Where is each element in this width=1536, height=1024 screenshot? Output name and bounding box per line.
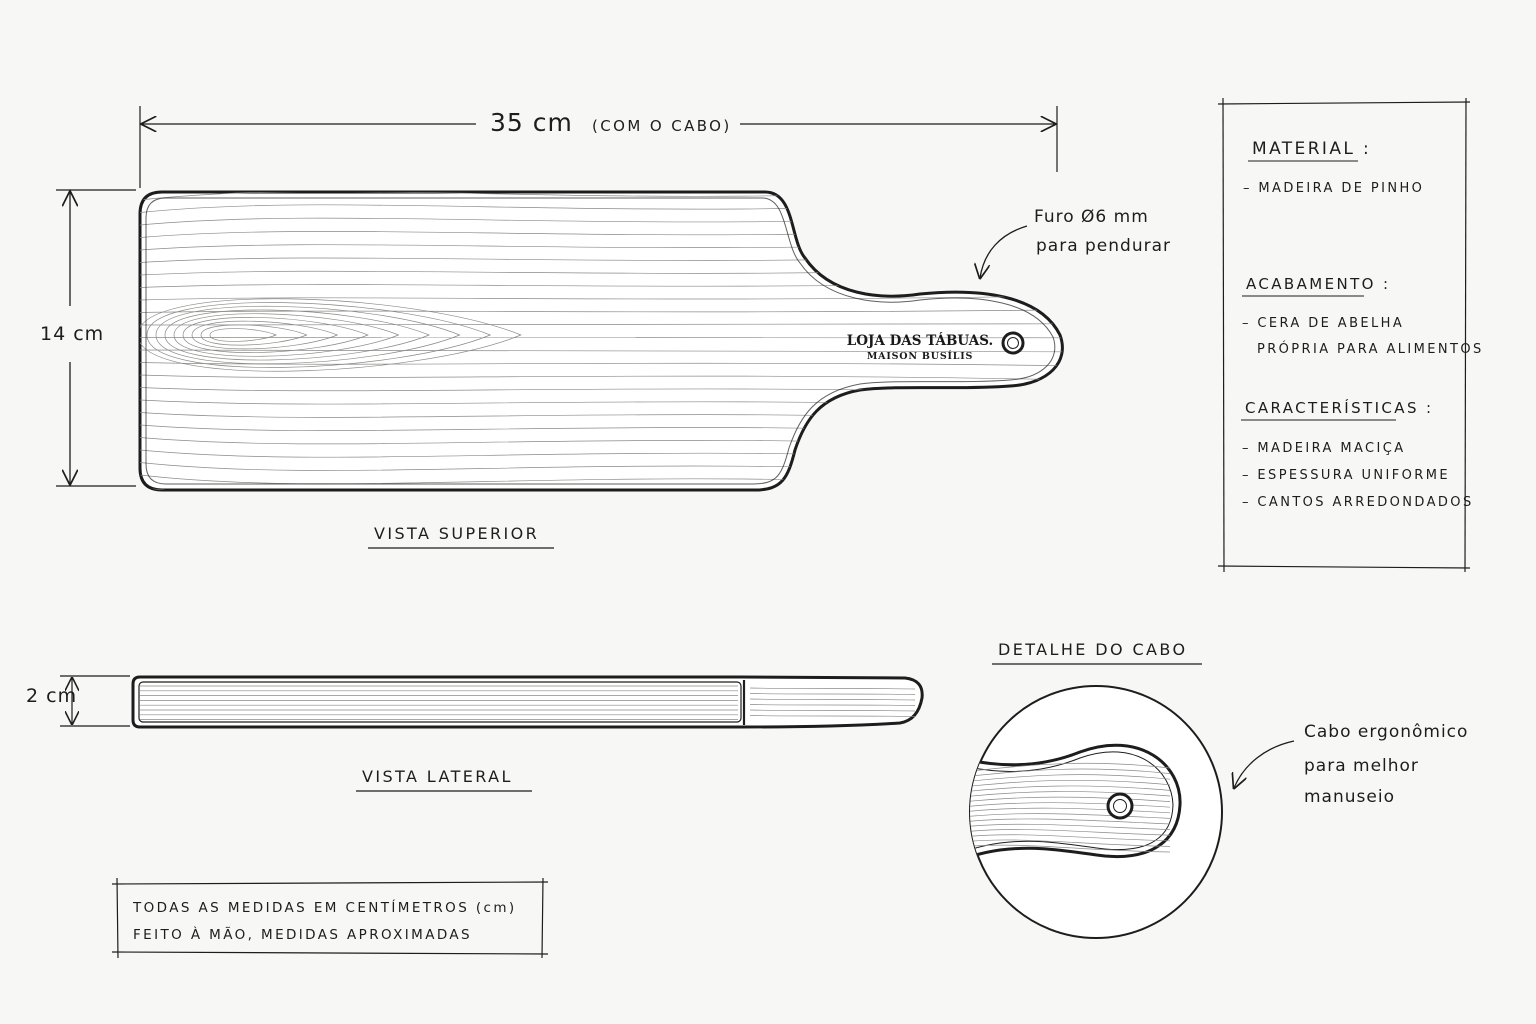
features-item-1: – MADEIRA MACIÇA <box>1242 441 1406 456</box>
top-view-title: VISTA SUPERIOR <box>374 524 539 543</box>
thickness-dimension: 2 cm <box>26 675 130 727</box>
grain-ring <box>140 298 522 372</box>
grain-line <box>970 762 1171 773</box>
grain-line <box>970 802 1171 808</box>
grain-ring <box>146 302 492 368</box>
grain-line <box>139 685 739 687</box>
hole-note-line2: para pendurar <box>1036 236 1171 256</box>
handle-annotation: Cabo ergonômico para melhor manuseio <box>1234 722 1468 807</box>
grain-line <box>140 374 1063 381</box>
material-item: – MADEIRA DE PINHO <box>1243 181 1424 196</box>
grain-line <box>970 844 1171 853</box>
features-title: CARACTERÍSTICAS : <box>1245 398 1434 417</box>
grain-line <box>970 768 1171 778</box>
grain-line <box>139 718 739 721</box>
board-side <box>131 675 924 729</box>
footnote-line1: TODAS AS MEDIDAS EM CENTÍMETROS (cm) <box>132 899 517 916</box>
handle-note-line2: para melhor <box>1304 756 1419 776</box>
detail-title: DETALHE DO CABO <box>998 640 1187 659</box>
grain-line <box>970 779 1171 788</box>
length-label: 35 cm <box>490 108 573 137</box>
grain-line <box>749 698 916 701</box>
grain-ring <box>173 313 400 357</box>
grain-line <box>970 807 1171 814</box>
specifications-box: MATERIAL : – MADEIRA DE PINHO ACABAMENTO… <box>1217 97 1484 573</box>
hole-note-line1: Furo Ø6 mm <box>1034 207 1149 227</box>
hanging-hole <box>1001 331 1025 355</box>
grain-ring <box>200 324 308 346</box>
grain-line <box>970 829 1171 836</box>
finish-item-2: PRÓPRIA PARA ALIMENTOS <box>1257 341 1484 357</box>
top-view: 35 cm (COM O CABO) 14 cm LOJA DAS TÁBUAS… <box>40 106 1171 549</box>
grain-line <box>139 709 739 711</box>
board-top: LOJA DAS TÁBUAS. MAISON BUSÍLIS <box>138 190 1064 492</box>
grain-line <box>139 690 739 692</box>
grain-line <box>749 687 916 690</box>
detail-hole <box>1106 792 1134 820</box>
grain-line <box>139 704 739 706</box>
grain-line <box>140 309 1063 313</box>
side-view-title: VISTA LATERAL <box>362 767 513 786</box>
grain-line <box>970 791 1171 798</box>
grain-ring <box>191 320 339 350</box>
grain-line <box>970 823 1171 830</box>
grain-line <box>970 813 1171 819</box>
finish-title: ACABAMENTO : <box>1246 275 1391 293</box>
features-item-2: – ESPESSURA UNIFORME <box>1242 468 1450 483</box>
grain-line <box>970 834 1171 842</box>
footnote-box: TODAS AS MEDIDAS EM CENTÍMETROS (cm) FEI… <box>111 877 549 959</box>
finish-item-1: – CERA DE ABELHA <box>1242 316 1404 331</box>
brand-name: LOJA DAS TÁBUAS. <box>847 333 993 349</box>
footnote-line2: FEITO À MÃO, MEDIDAS APROXIMADAS <box>133 926 472 943</box>
grain-line <box>970 796 1171 803</box>
grain-line <box>749 693 916 695</box>
grain-ring <box>209 328 277 342</box>
width-label: 14 cm <box>40 323 104 345</box>
brand-subname: MAISON BUSÍLIS <box>867 350 973 362</box>
grain-line <box>970 818 1171 825</box>
length-note: (COM O CABO) <box>592 117 732 135</box>
grain-line <box>749 704 916 706</box>
grain-ring <box>164 309 430 361</box>
side-grain <box>139 685 916 721</box>
hole-annotation: Furo Ø6 mm para pendurar <box>980 207 1171 278</box>
grain-line <box>140 362 1063 367</box>
width-dimension: 14 cm <box>40 189 136 487</box>
detail-grain <box>970 762 1171 853</box>
grain-line <box>749 715 916 717</box>
length-dimension: 35 cm (COM O CABO) <box>139 106 1058 188</box>
grain-line <box>970 839 1171 847</box>
grain-line <box>749 709 916 712</box>
features-item-3: – CANTOS ARREDONDADOS <box>1242 495 1474 510</box>
handle-note-line3: manuseio <box>1304 787 1395 807</box>
grain-line <box>970 785 1171 793</box>
grain-ring <box>155 305 461 365</box>
handle-detail: DETALHE DO CABO Cabo ergonômico para mel… <box>969 640 1468 939</box>
handle-note-line1: Cabo ergonômico <box>1304 722 1468 742</box>
grain-line <box>140 295 1063 301</box>
thickness-label: 2 cm <box>26 685 77 707</box>
material-title: MATERIAL : <box>1252 139 1371 159</box>
grain-line <box>139 699 739 702</box>
grain-line <box>139 694 739 697</box>
grain-ring <box>182 317 369 353</box>
grain-line <box>139 714 739 716</box>
side-view: 2 cm VISTA LATERAL <box>26 675 924 792</box>
grain-line <box>970 774 1171 783</box>
